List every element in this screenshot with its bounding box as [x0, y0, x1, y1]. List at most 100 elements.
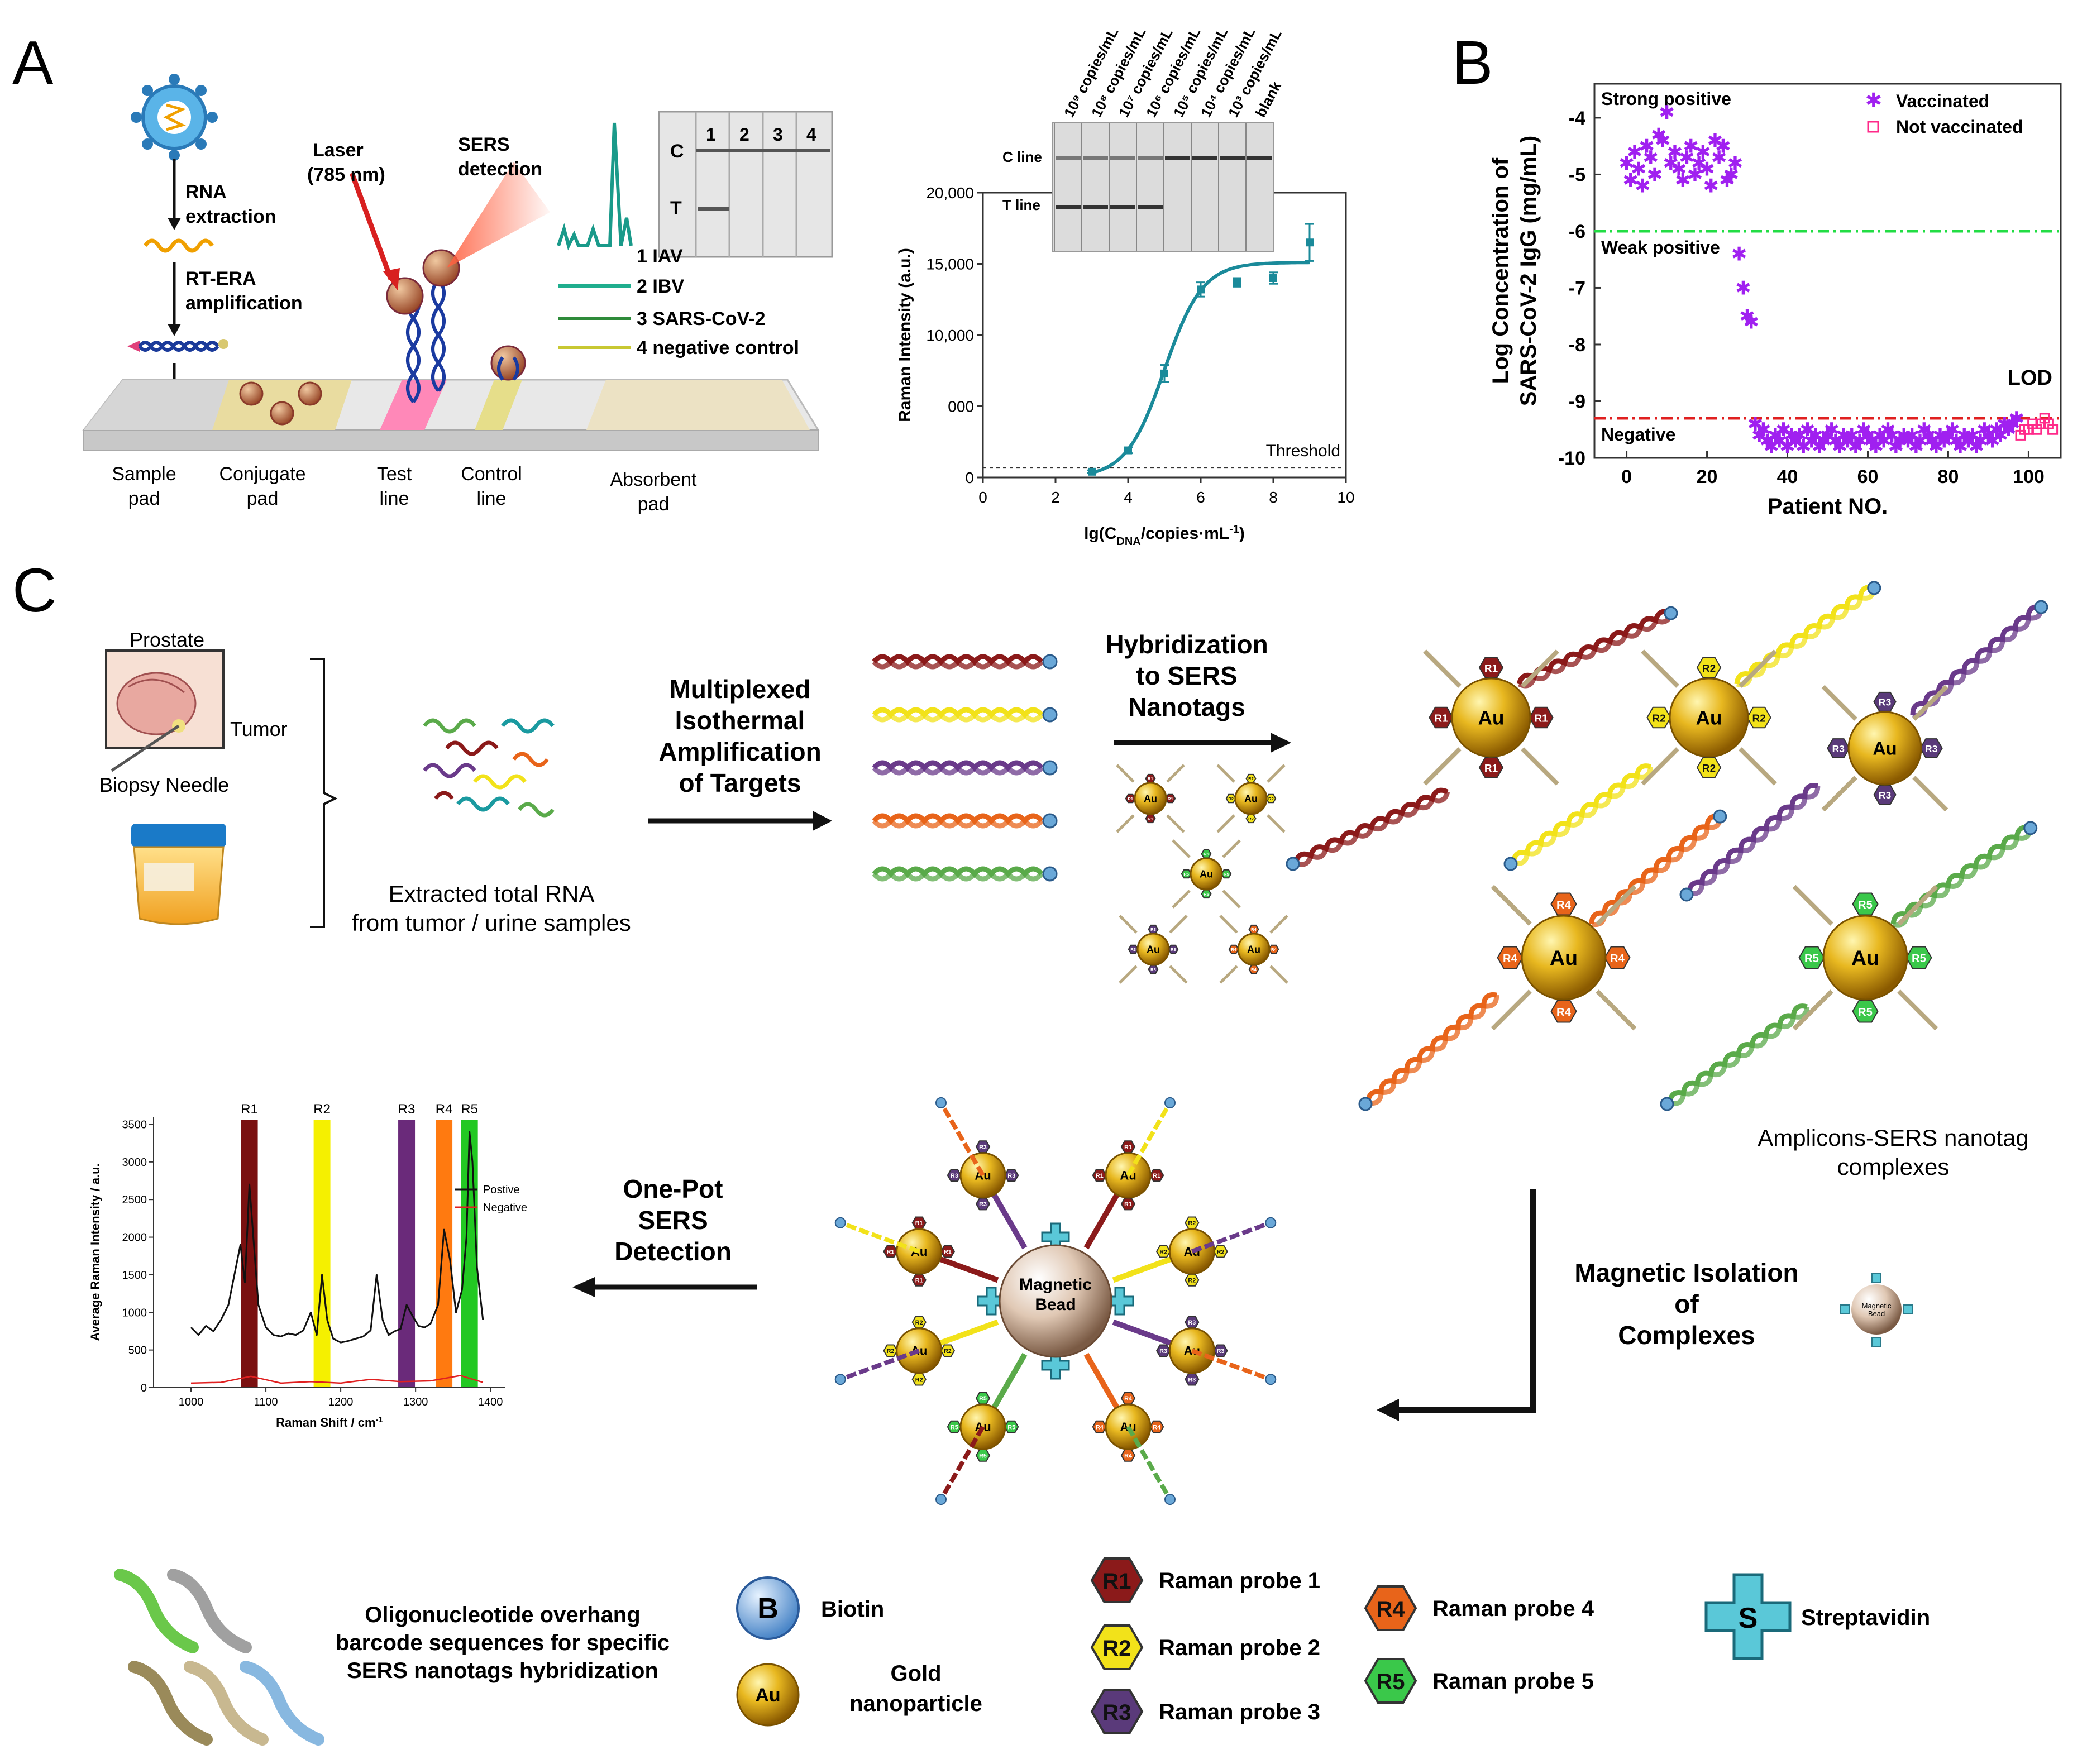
- streptavidin-icon: S: [1704, 1573, 1792, 1660]
- legend-probe-label: Raman probe 2: [1159, 1636, 1320, 1660]
- raman-probe-tag: R2: [1228, 796, 1234, 801]
- vaccinated-point: ✱: [1719, 170, 1735, 192]
- raman-probe-hexagon: [1852, 892, 1879, 916]
- legend-probe-hexagon: [1364, 1585, 1417, 1631]
- x-tick-label: 1100: [254, 1396, 278, 1408]
- inset-t-band: [1138, 205, 1163, 209]
- nanotag-arm: [1172, 839, 1191, 858]
- vaccinated-point: ✱: [1631, 159, 1647, 180]
- nanotag-arm: [1169, 965, 1188, 984]
- raman-probe-tag: R5: [1224, 872, 1229, 877]
- raman-probe-hexagon: [947, 1169, 962, 1182]
- probe-band-label: R1: [241, 1102, 258, 1117]
- vaccinated-point: ✱: [1643, 147, 1659, 169]
- complex-strand-lower: [1365, 992, 1499, 1106]
- x-tick-label: 0: [1621, 466, 1632, 487]
- raman-probe-tag: R2: [1268, 796, 1274, 801]
- vaccinated-point: ✱: [1952, 437, 1969, 458]
- strand-line: [1689, 785, 1821, 897]
- raman-probe-tag: R2: [944, 1348, 952, 1355]
- vaccinated-point: ✱: [1928, 437, 1945, 458]
- complex-strand-upper: [1516, 609, 1674, 689]
- amplicon-stack: [872, 654, 1058, 882]
- vaccinated-point: ✱: [1980, 425, 1997, 446]
- vaccinated-point: ✱: [1956, 425, 1973, 446]
- raman-probe-tag: R5: [1007, 1424, 1015, 1431]
- vaccinated-point: ✱: [1788, 431, 1804, 452]
- legend-label: Negative: [483, 1202, 527, 1214]
- au-label: Au: [1478, 707, 1505, 729]
- vaccinated-point: ✱: [1828, 431, 1844, 452]
- raman-probe-tag: R3: [1130, 947, 1136, 952]
- vaccinated-point: ✱: [1868, 437, 1884, 458]
- legend-probe-tag: R1: [1102, 1569, 1131, 1594]
- vaccinated-point: ✱: [1888, 437, 1904, 458]
- inset-c-band: [1138, 156, 1163, 160]
- raman-probe-tag: R5: [979, 1453, 987, 1460]
- raman-probe-tag: R1: [887, 1249, 895, 1255]
- raman-probe-tag: R1: [1148, 776, 1153, 781]
- biopsy-needle-label: Biopsy Needle: [99, 773, 229, 796]
- vaccinated-point: ✱: [1679, 147, 1695, 169]
- data-point: [1197, 285, 1205, 294]
- spectrum-label-2: 2 IBV: [637, 276, 684, 297]
- raman-probe-hexagon: [883, 1344, 898, 1357]
- vaccinated-point: ✱: [1993, 425, 2009, 446]
- legend-probe-hexagon: [1364, 1658, 1417, 1704]
- nanotag-arm: [1116, 814, 1135, 833]
- inset-row-t-line: T line: [1002, 197, 1040, 213]
- inset-row-c-line: C line: [1002, 149, 1042, 165]
- raman-probe-hexagon: [1228, 944, 1239, 954]
- strand-line: [1518, 612, 1674, 689]
- raman-probe-tag: R1: [915, 1220, 923, 1227]
- vaccinated-point: ✱: [1964, 425, 1980, 446]
- vaccinated-point: ✱: [2009, 408, 2025, 429]
- biotin-dot: [1042, 654, 1058, 670]
- spectrum-label-3: 3 SARS-CoV-2: [637, 308, 766, 329]
- strand-line: [872, 710, 1044, 723]
- strand-line: [1669, 1006, 1810, 1106]
- nanotag-arm: [1219, 965, 1238, 984]
- raman-probe-tag: R2: [1159, 1249, 1167, 1255]
- x-tick-label: 10: [1337, 489, 1354, 506]
- biotin-icon: B: [736, 1576, 800, 1640]
- region-negative: Negative: [1601, 424, 1675, 444]
- raman-probe-tag: R4: [1556, 899, 1572, 911]
- raman-probe-tag: R4: [1124, 1395, 1132, 1402]
- raman-probe-hexagon: [883, 1245, 898, 1258]
- raman-probe-tag: R1: [1484, 663, 1498, 675]
- x-tick-label: 4: [1124, 489, 1133, 506]
- raman-probe-tag: R5: [1204, 892, 1209, 897]
- y-axis-title: Average Raman Intensity / a.u.: [88, 1163, 102, 1341]
- x-tick-label: 1200: [328, 1396, 354, 1408]
- x-tick-label: 80: [1938, 466, 1959, 487]
- au-label: Au: [1550, 946, 1578, 969]
- panel-c-schematic: Prostate Tumor Biopsy Needle Extracted t…: [99, 581, 2048, 1505]
- raman-probe-hexagon: [1429, 706, 1454, 729]
- strand-line: [1295, 791, 1450, 867]
- raman-probe-tag: R3: [1832, 743, 1845, 754]
- strip-photo-lane-4: 4: [806, 125, 816, 145]
- legend-label: Postive: [483, 1184, 520, 1196]
- raman-probe-hexagon: [1478, 757, 1504, 778]
- biotin-dot: [1164, 1097, 1176, 1108]
- data-point: [1124, 446, 1132, 455]
- vaccinated-point: ✱: [1984, 431, 2000, 452]
- threshold-label: Threshold: [1266, 442, 1340, 460]
- vaccinated-point: ✱: [1920, 425, 1936, 446]
- vaccinated-point: ✱: [1623, 170, 1639, 192]
- biotin-dot: [1867, 581, 1881, 595]
- calibration-chart-marks: Threshold: [983, 223, 1346, 476]
- raman-probe-tag: R5: [951, 1424, 958, 1431]
- nanotag-arm: [1119, 965, 1138, 984]
- probe-band-label: R4: [436, 1102, 453, 1117]
